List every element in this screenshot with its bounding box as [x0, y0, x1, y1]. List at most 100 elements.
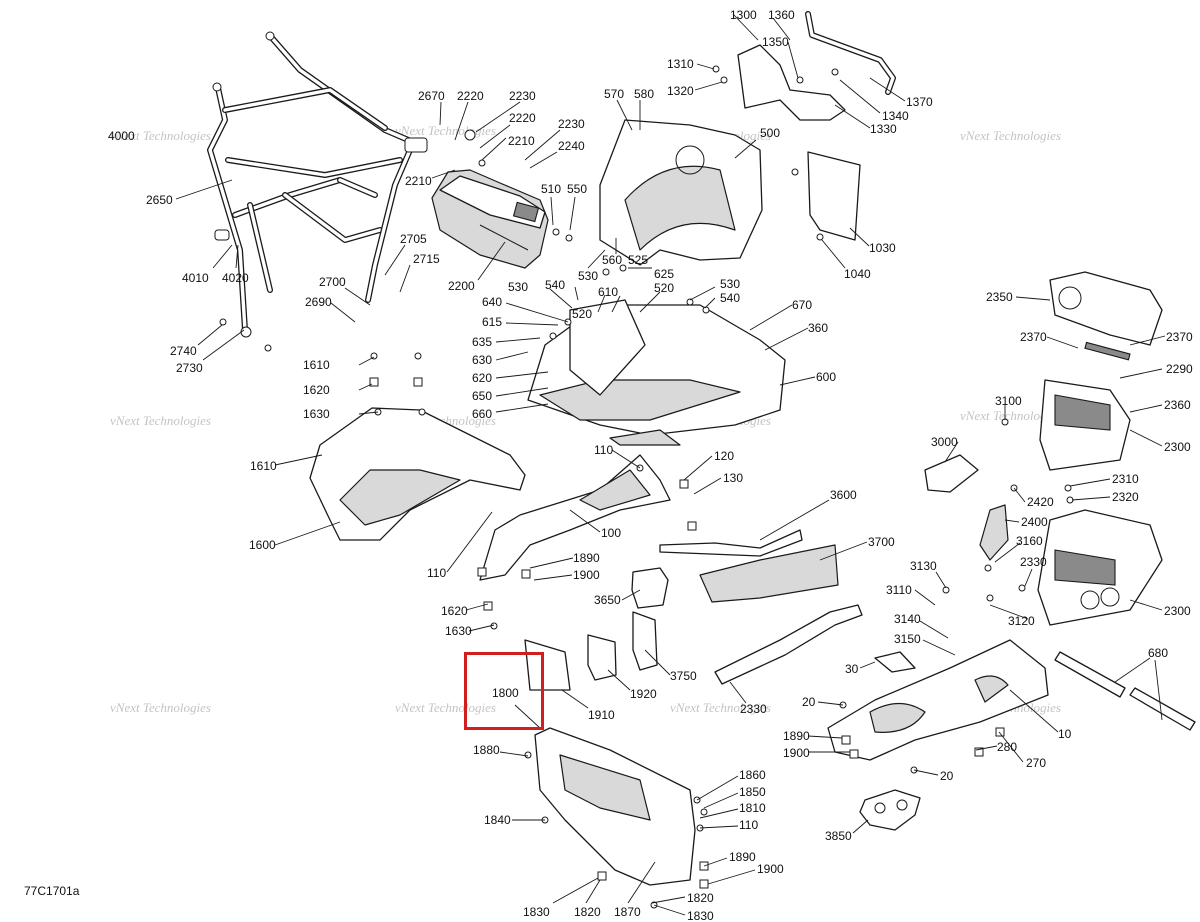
- watermark: vNext Technologies: [395, 700, 496, 715]
- callout-1360: 1360: [768, 8, 795, 22]
- callout-2360: 2360: [1164, 398, 1191, 412]
- callout-630: 630: [472, 353, 492, 367]
- watermark: vNext Technologies: [110, 413, 211, 428]
- callout-3700: 3700: [868, 535, 895, 549]
- callout-3110: 3110: [886, 583, 912, 597]
- callout-560: 560: [602, 253, 622, 267]
- callout-520: 520: [572, 307, 592, 321]
- callout-2650: 2650: [146, 193, 173, 207]
- instrument-panel-2300-bottom: [1037, 509, 1163, 626]
- callout-3140: 3140: [894, 612, 921, 626]
- fasteners: [212, 31, 1074, 909]
- bars-680: [1054, 651, 1196, 731]
- watermark: vNext Technologies: [110, 128, 211, 143]
- callout-610: 610: [598, 285, 618, 299]
- callout-2220: 2220: [457, 89, 484, 103]
- panel-3700: [699, 544, 839, 603]
- callout-1860: 1860: [739, 768, 766, 782]
- callout-2350: 2350: [986, 290, 1013, 304]
- callout-1870: 1870: [614, 905, 641, 919]
- callout-2670: 2670: [418, 89, 445, 103]
- callout-2400: 2400: [1021, 515, 1048, 529]
- firewall-500: [599, 119, 763, 266]
- callout-1620: 1620: [441, 604, 468, 618]
- callout-3100: 3100: [995, 394, 1022, 408]
- callout-635: 635: [472, 335, 492, 349]
- callout-2715: 2715: [413, 252, 440, 266]
- callout-3600: 3600: [830, 488, 857, 502]
- callout-1890: 1890: [729, 850, 756, 864]
- cage-bracket-icon: [404, 137, 428, 153]
- gasket-3850: [859, 789, 921, 831]
- callout-1610: 1610: [303, 358, 330, 372]
- callout-525: 525: [628, 253, 648, 267]
- callout-1850: 1850: [739, 785, 766, 799]
- callout-2740: 2740: [170, 344, 197, 358]
- callout-1330: 1330: [870, 122, 897, 136]
- callout-1890: 1890: [783, 729, 810, 743]
- callout-30: 30: [845, 662, 859, 676]
- callout-2330: 2330: [1020, 555, 1047, 569]
- callout-2300: 2300: [1164, 604, 1191, 618]
- callout-530: 530: [720, 277, 740, 291]
- callout-1820: 1820: [574, 905, 601, 919]
- callout-1370: 1370: [906, 95, 933, 109]
- strip-3600: [659, 529, 803, 557]
- plate-3750: [632, 611, 658, 671]
- watermark: vNext Technologies: [960, 128, 1061, 143]
- callout-20: 20: [802, 695, 816, 709]
- callout-3750: 3750: [670, 669, 697, 683]
- callout-1800: 1800: [492, 686, 519, 700]
- callout-110: 110: [739, 818, 758, 832]
- callout-1030: 1030: [869, 241, 896, 255]
- bezel-2350: [1049, 271, 1163, 361]
- callout-10: 10: [1058, 727, 1072, 741]
- callout-3000: 3000: [931, 435, 958, 449]
- callout-2320: 2320: [1112, 490, 1139, 504]
- floor-tub-600: [527, 299, 786, 446]
- latch-3000: [924, 454, 979, 493]
- highlight-box-1800: [464, 652, 544, 730]
- callout-2730: 2730: [176, 361, 203, 375]
- callout-570: 570: [604, 87, 624, 101]
- cage-bracket-icon: [214, 229, 230, 241]
- callout-280: 280: [997, 740, 1017, 754]
- callout-600: 600: [816, 370, 836, 384]
- callout-100: 100: [601, 526, 621, 540]
- callout-1610: 1610: [250, 459, 277, 473]
- plate-3650: [631, 567, 669, 609]
- callout-540: 540: [545, 278, 565, 292]
- callout-1340: 1340: [882, 109, 909, 123]
- rops-cage-2650: [207, 35, 428, 338]
- callout-660: 660: [472, 407, 492, 421]
- callout-1830: 1830: [687, 909, 714, 922]
- callout-3650: 3650: [594, 593, 621, 607]
- bracket-1300: [737, 11, 896, 121]
- plate-1030: [807, 151, 861, 241]
- callout-130: 130: [723, 471, 743, 485]
- callout-3120: 3120: [1008, 614, 1035, 628]
- callout-2220: 2220: [509, 111, 536, 125]
- callout-4020: 4020: [222, 271, 249, 285]
- callout-2370: 2370: [1166, 330, 1193, 344]
- callout-1900: 1900: [757, 862, 784, 876]
- callout-680: 680: [1148, 646, 1168, 660]
- callout-615: 615: [482, 315, 502, 329]
- callout-2310: 2310: [1112, 472, 1139, 486]
- drawing-code: 77C1701a: [24, 884, 80, 898]
- callout-2370: 2370: [1020, 330, 1047, 344]
- watermark: vNext Technologies: [395, 123, 496, 138]
- callout-1630: 1630: [303, 407, 330, 421]
- callout-labels: 4000 2650 4010 4020 2740 2730 2670 2220 …: [108, 8, 1193, 922]
- callout-1630: 1630: [445, 624, 472, 638]
- instrument-panel-2300-top: [1039, 379, 1131, 471]
- callout-1040: 1040: [844, 267, 871, 281]
- callout-3130: 3130: [910, 559, 937, 573]
- callout-110: 110: [427, 566, 446, 580]
- callout-3850: 3850: [825, 829, 852, 843]
- callout-510: 510: [541, 182, 561, 196]
- callout-1350: 1350: [762, 35, 789, 49]
- callout-3160: 3160: [1016, 534, 1043, 548]
